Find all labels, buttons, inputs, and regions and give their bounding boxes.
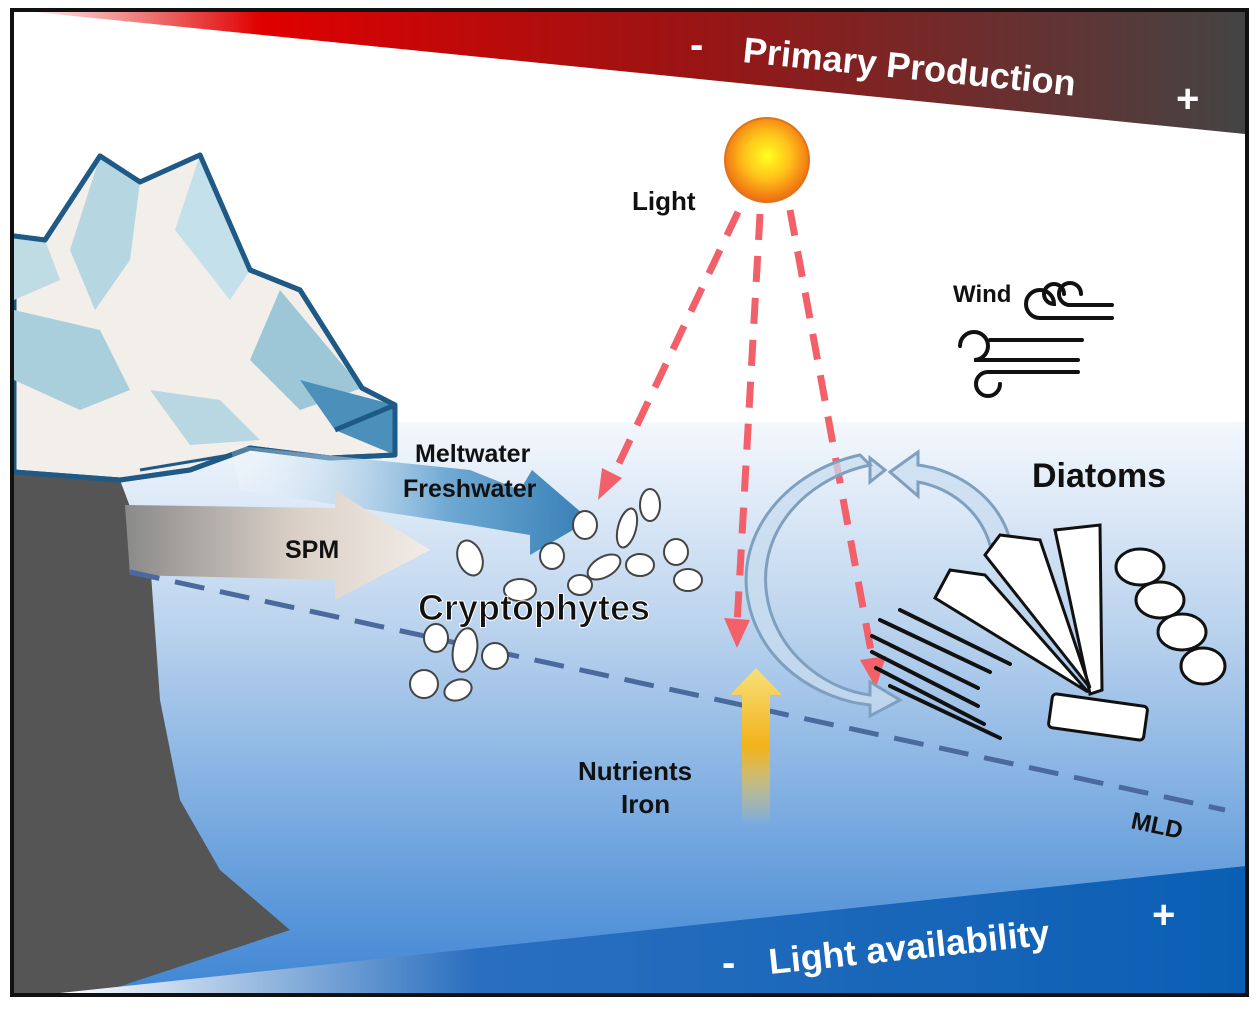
cryptophytes-label: Cryptophytes [418,587,650,628]
diatom-cells [933,523,1227,742]
glacier-icon [11,152,398,483]
sun-icon [724,117,810,203]
iron-label: Iron [621,789,670,819]
light-ray-arrowheads [598,468,886,688]
light-rays [608,209,877,663]
diatoms-label: Diatoms [1032,457,1166,495]
wind-icon [958,281,1114,398]
light-availability-plus: + [1152,893,1175,937]
light-availability-banner [60,866,1245,993]
light-label: Light [632,186,696,216]
spm-arrow [125,490,430,600]
spm-label: SPM [285,536,339,564]
mld-line [129,569,1226,813]
light-availability-minus: - [722,941,735,985]
primary-production-plus: + [1176,77,1199,121]
wind-label: Wind [953,281,1011,308]
primary-production-banner [14,10,1245,134]
diagram-frame [10,8,1249,997]
nutrients-arrow [730,668,782,825]
nutrients-label: Nutrients [578,756,692,786]
meltwater-arrow [230,445,590,555]
diatom-chain [870,608,1012,740]
cryptophyte-cells [409,488,703,702]
freshwater-label: Freshwater [403,475,537,503]
seabed-rock [14,470,290,993]
meltwater-label: Meltwater [415,440,531,468]
primary-production-minus: - [690,23,703,67]
